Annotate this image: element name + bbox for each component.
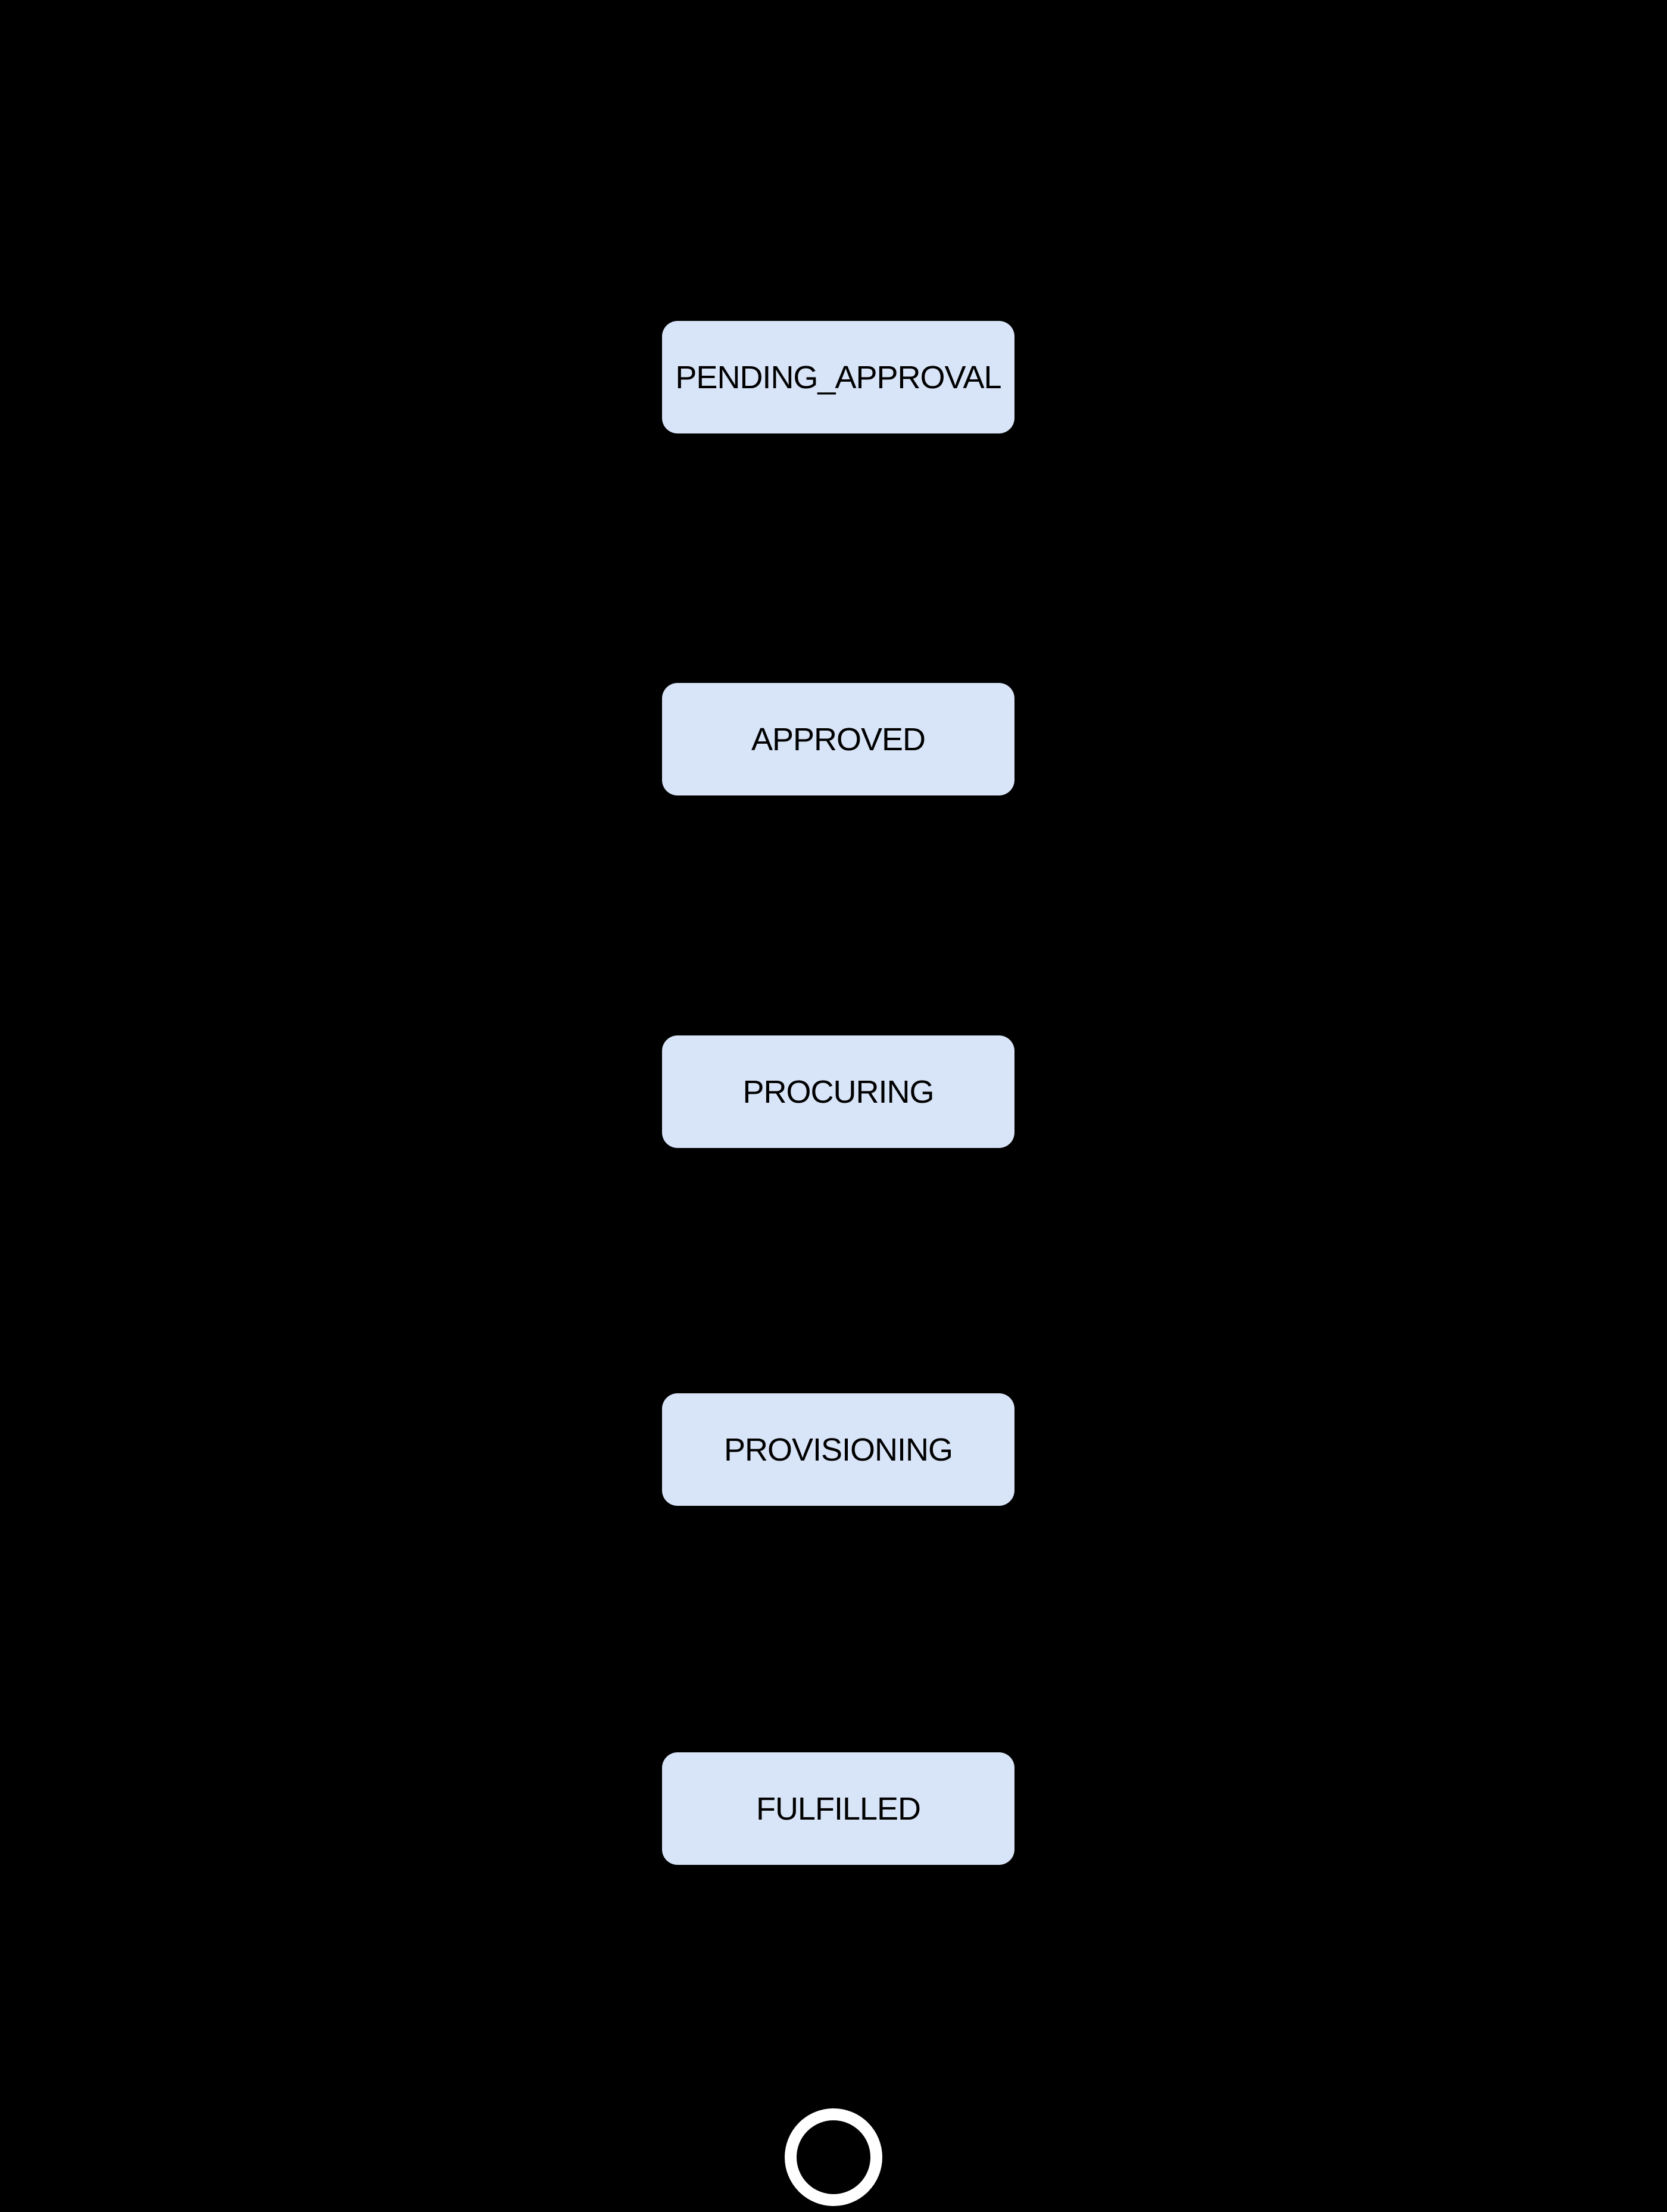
state-label-fulfilled: FULFILLED <box>756 1790 921 1827</box>
state-label-procuring: PROCURING <box>742 1074 934 1110</box>
state-label-pending-approval: PENDING_APPROVAL <box>675 359 1001 395</box>
state-node-pending-approval: PENDING_APPROVAL <box>662 321 1014 433</box>
state-node-approved: APPROVED <box>662 683 1014 795</box>
state-node-provisioning: PROVISIONING <box>662 1393 1014 1506</box>
state-node-fulfilled: FULFILLED <box>662 1752 1014 1865</box>
state-label-provisioning: PROVISIONING <box>723 1431 953 1468</box>
state-node-procuring: PROCURING <box>662 1035 1014 1148</box>
final-state-icon <box>785 2108 882 2206</box>
state-label-approved: APPROVED <box>751 721 926 757</box>
